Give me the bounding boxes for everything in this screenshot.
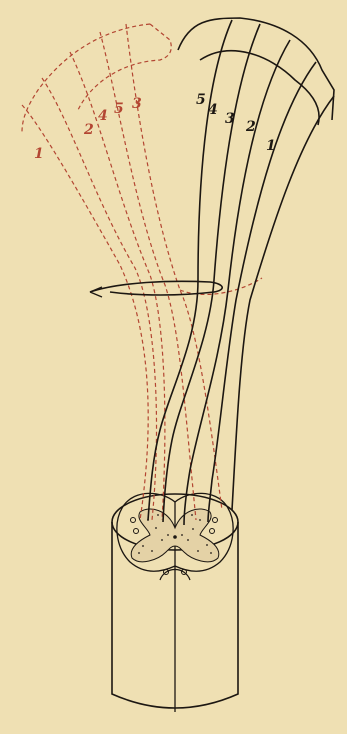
right-label-1: 1	[266, 138, 276, 154]
left-label-5: 5	[114, 101, 124, 117]
left-label-3: 3	[132, 96, 142, 112]
right-label-2: 2	[245, 119, 256, 135]
right-label-4: 4	[208, 102, 218, 118]
right-label-5: 5	[196, 92, 206, 108]
left-label-2: 2	[83, 122, 94, 138]
left-label-1: 1	[34, 146, 44, 162]
central-canal	[173, 535, 177, 539]
left-label-4: 4	[98, 108, 108, 124]
right-label-3: 3	[225, 111, 235, 127]
